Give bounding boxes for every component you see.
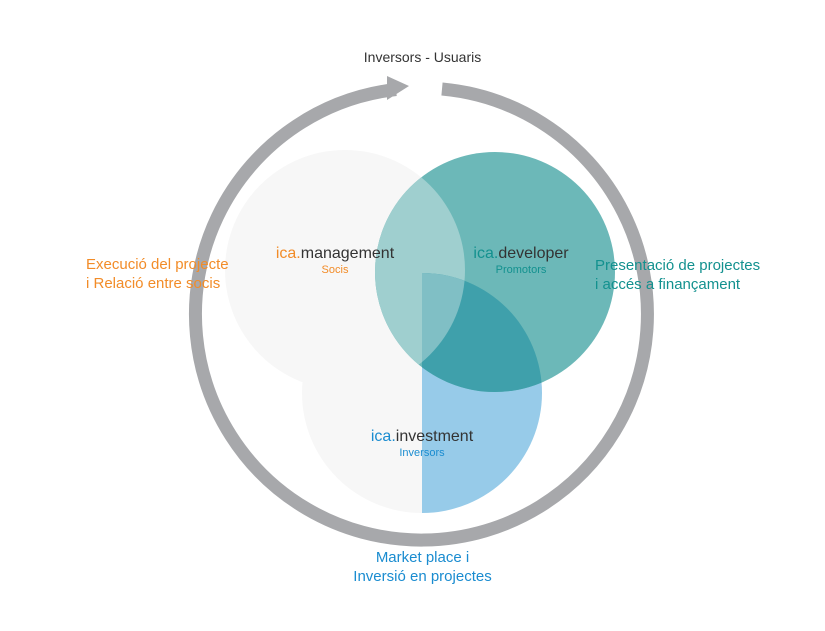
investment-prefix: ica. [370,428,396,445]
management-label: ica.management Socis [270,245,400,276]
left-cycle-label: Execució del projecte i Relació entre so… [86,255,229,293]
management-subtitle: Socis [321,264,349,276]
left-cycle-label-line1: Execució del projecte [86,256,229,273]
cycle-arrowhead-icon [387,76,409,100]
investment-name: investment [395,428,474,445]
developer-name: developer [498,245,569,262]
developer-subtitle: Promotors [495,264,547,276]
bottom-cycle-label: Market place i Inversió en projectes [0,548,825,586]
bottom-cycle-label-line2: Inversió en projectes [353,568,492,585]
bottom-cycle-label-line1: Market place i [375,549,470,566]
management-prefix: ica. [275,245,301,262]
right-cycle-label-line2: i accés a finançament [595,276,741,293]
investment-subtitle: Inversors [399,447,445,459]
developer-label: ica.developer Promotors [465,245,577,276]
developer-prefix: ica. [473,245,499,262]
top-label: Inversors - Usuaris [363,49,482,65]
cycle-ring [188,82,654,547]
investment-label: ica.investment Inversors [360,428,484,459]
management-name: management [300,245,395,262]
right-cycle-label: Presentació de projectes i accés a finan… [595,256,760,294]
left-cycle-label-line2: i Relació entre socis [86,275,221,292]
overlap-developer-investment [422,273,542,392]
right-cycle-label-line1: Presentació de projectes [595,257,761,274]
